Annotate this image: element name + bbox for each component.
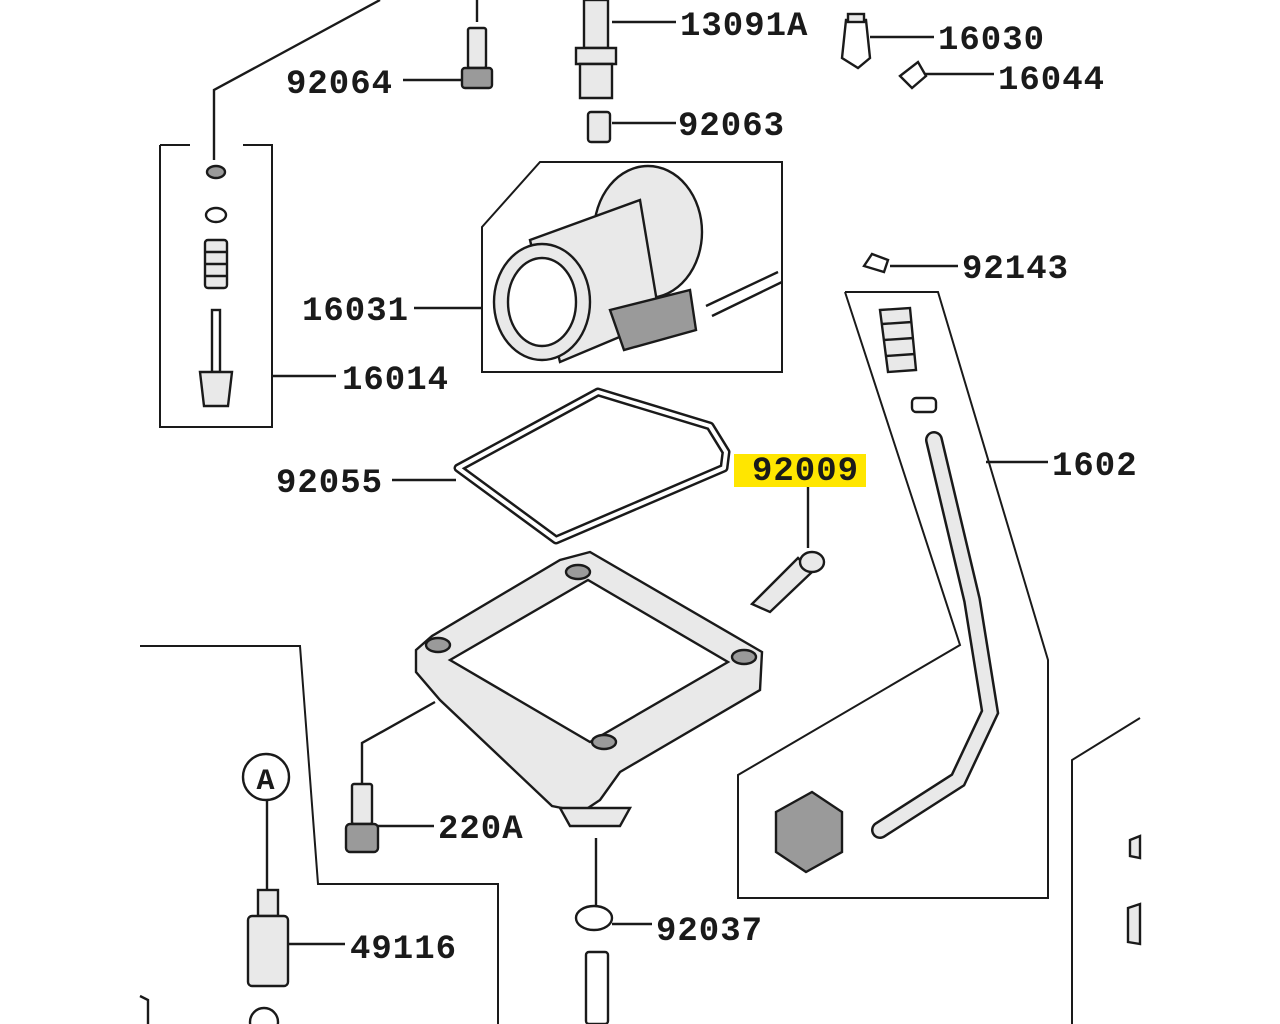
part-label-16030[interactable]: 16030 (938, 22, 1045, 60)
part-label-92037[interactable]: 92037 (656, 913, 763, 951)
part-label-92063[interactable]: 92063 (678, 108, 785, 146)
part-label-49116[interactable]: 49116 (350, 931, 457, 969)
part-label-92143[interactable]: 92143 (962, 251, 1069, 289)
part-label-92064[interactable]: 92064 (286, 66, 393, 104)
left-edge-fragment (139, 994, 150, 1024)
gasket-92055-part (453, 387, 731, 545)
part-label-16044[interactable]: 16044 (998, 62, 1105, 100)
cap-92143-part (862, 252, 890, 274)
leader-lines (212, 0, 1048, 946)
screw-92009-part (749, 550, 826, 614)
section-frames (140, 144, 1141, 1024)
needle-assembly-16014-part (198, 164, 234, 408)
part-label-92009[interactable]: 92009 (752, 453, 859, 491)
callout-a[interactable]: A (241, 752, 291, 802)
part-label-92055[interactable]: 92055 (276, 465, 383, 503)
screw-92064-part (460, 26, 494, 90)
callout-a-label: A (256, 765, 275, 799)
part-label-1602[interactable]: 1602 (1052, 448, 1138, 486)
part-label-16031[interactable]: 16031 (302, 293, 409, 331)
drain-pin-part (584, 950, 610, 1024)
clip-16044-part (898, 60, 928, 90)
throttle-body-16031-part (492, 164, 783, 364)
part-label-13091A[interactable]: 13091A (680, 8, 808, 46)
float-16030-part (840, 12, 872, 70)
needle-13091A-part (574, 0, 618, 100)
fitting-49116-part (246, 888, 290, 1024)
jet-92063-part (586, 110, 612, 144)
part-label-16014[interactable]: 16014 (342, 362, 449, 400)
highlight-marker (734, 454, 866, 487)
right-edge-fragments (1126, 834, 1142, 946)
clip-92037-part (574, 904, 614, 932)
float-bowl-part (414, 550, 764, 828)
screw-220A-part (344, 782, 380, 854)
choke-cable-1602-part (774, 306, 1000, 874)
part-label-220A[interactable]: 220A (438, 811, 524, 849)
